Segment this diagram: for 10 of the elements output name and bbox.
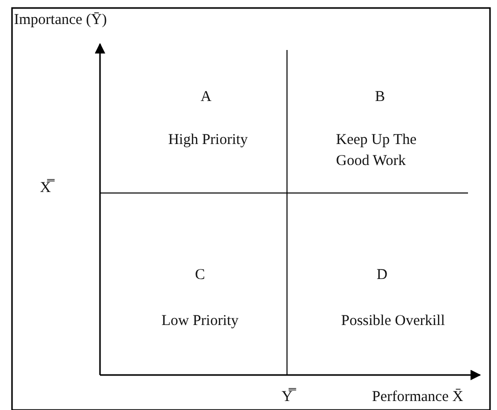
- quadrant-name: Possible Overkill: [341, 312, 445, 331]
- quadrant-letter: A: [200, 88, 212, 107]
- quadrant-name: Keep Up The Good Work: [336, 131, 418, 171]
- quadrant-letter: D: [376, 266, 388, 285]
- quadrant-name: High Priority: [168, 131, 248, 150]
- quadrant-letter: C: [195, 266, 205, 285]
- axis-title: Performance X̄: [372, 388, 464, 407]
- quadrant-name: Low Priority: [161, 312, 239, 331]
- axis-title: Importance (Ȳ): [14, 11, 107, 30]
- quadrant-letter: B: [375, 88, 385, 107]
